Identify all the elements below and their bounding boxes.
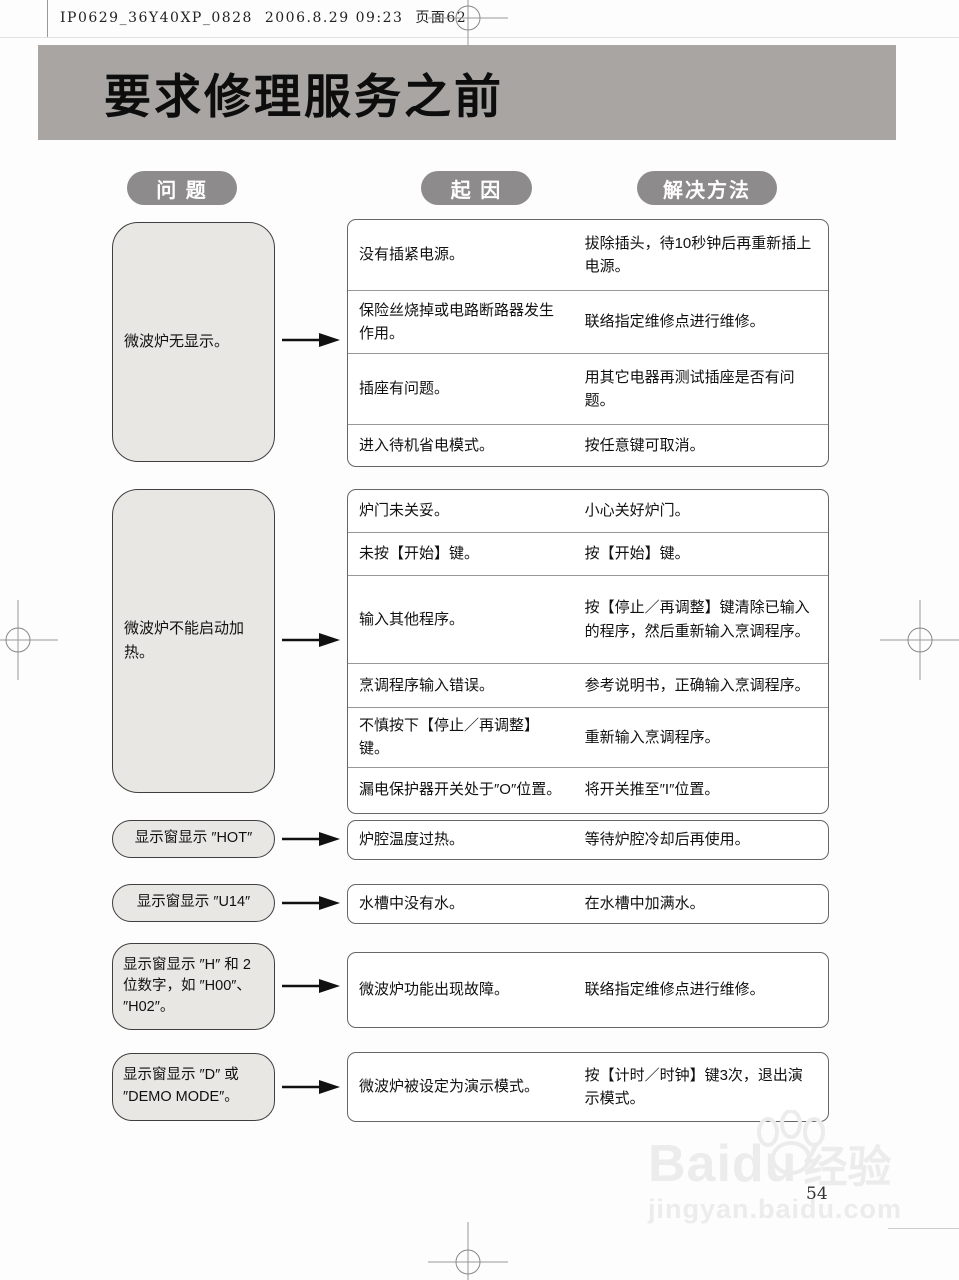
bottom-rule-line — [888, 1228, 959, 1229]
arrow-icon — [282, 633, 340, 647]
baidu-paw-icon — [757, 1110, 825, 1175]
solution-cell: 将开关推至″I″位置。 — [584, 781, 720, 799]
problem-box-h-codes: 显示窗显示 ″H″ 和 2位数字，如 ″H00″、″H02″。 — [112, 943, 275, 1030]
cause-cell: 插座有问题。 — [359, 380, 450, 398]
cause-cell: 进入待机省电模式。 — [359, 436, 495, 454]
table-row: 漏电保护器开关处于″O″位置。 将开关推至″I″位置。 — [348, 766, 828, 813]
cause-cell: 微波炉功能出现故障。 — [359, 981, 510, 999]
table-row: 进入待机省电模式。 按任意键可取消。 — [348, 424, 828, 466]
cause-cell: 未按【开始】键。 — [359, 545, 480, 563]
table-row: 输入其他程序。 按【停止／再调整】键清除已输入的程序，然后重新输入烹调程序。 — [348, 575, 828, 663]
table-row: 烹调程序输入错误。 参考说明书，正确输入烹调程序。 — [348, 663, 828, 707]
arrow-icon — [282, 1080, 340, 1094]
crop-mark-vertical — [47, 0, 48, 37]
arrow-icon — [282, 979, 340, 993]
solution-cell: 按任意键可取消。 — [584, 436, 705, 454]
cause-cell: 水槽中没有水。 — [359, 895, 465, 913]
problem-box-no-display: 微波炉无显示。 — [112, 222, 275, 462]
cause-cell: 炉腔温度过热。 — [359, 831, 465, 849]
solution-cell: 在水槽中加满水。 — [584, 895, 705, 913]
solution-cell: 按【停止／再调整】键清除已输入的程序，然后重新输入烹调程序。 — [584, 599, 810, 640]
cause-cell: 输入其他程序。 — [359, 610, 465, 628]
table-row: 插座有问题。 用其它电器再测试插座是否有问题。 — [348, 353, 828, 424]
watermark-suffix: 经验 — [803, 1143, 892, 1192]
table-row: 炉腔温度过热。 等待炉腔冷却后再使用。 — [348, 821, 828, 859]
cause-solution-table: 水槽中没有水。 在水槽中加满水。 — [347, 884, 829, 924]
registration-crosshair-right — [880, 600, 959, 680]
column-header-solution: 解决方法 — [637, 171, 777, 205]
watermark-url: jingyan.baidu.com — [648, 1194, 903, 1224]
table-row: 水槽中没有水。 在水槽中加满水。 — [348, 885, 828, 923]
solution-cell: 按【计时／时钟】键3次，退出演示模式。 — [584, 1066, 803, 1107]
table-row: 未按【开始】键。 按【开始】键。 — [348, 532, 828, 575]
solution-cell: 拔除插头，待10秒钟后再重新插上电源。 — [584, 234, 812, 275]
table-row: 保险丝烧掉或电路断路器发生作用。 联络指定维修点进行维修。 — [348, 290, 828, 353]
crop-mark-horizontal — [0, 37, 959, 38]
cause-cell: 漏电保护器开关处于″O″位置。 — [359, 781, 562, 799]
cause-solution-table: 微波炉功能出现故障。 联络指定维修点进行维修。 — [347, 952, 829, 1028]
cause-cell: 没有插紧电源。 — [359, 246, 465, 264]
problem-box-hot: 显示窗显示 ″HOT″ — [112, 820, 275, 858]
table-row: 没有插紧电源。 拔除插头，待10秒钟后再重新插上电源。 — [348, 220, 828, 290]
cause-cell: 微波炉被设定为演示模式。 — [359, 1078, 540, 1096]
watermark-brand: Baidu — [648, 1135, 798, 1193]
cause-cell: 保险丝烧掉或电路断路器发生作用。 — [359, 301, 555, 342]
page-title: 要求修理服务之前 — [104, 70, 504, 123]
arrow-icon — [282, 333, 340, 347]
column-header-cause: 起 因 — [421, 171, 532, 205]
solution-cell: 用其它电器再测试插座是否有问题。 — [584, 368, 795, 409]
solution-cell: 小心关好炉门。 — [584, 502, 690, 520]
column-header-problem: 问 题 — [127, 171, 237, 205]
cause-cell: 炉门未关妥。 — [359, 502, 450, 520]
solution-cell: 参考说明书，正确输入烹调程序。 — [584, 676, 810, 694]
solution-cell: 联络指定维修点进行维修。 — [584, 313, 765, 331]
page-number: 54 — [806, 1184, 828, 1204]
registration-crosshair-left — [0, 600, 58, 680]
baidu-watermark: Baidu 经验 jingyan.baidu.com — [648, 1110, 948, 1225]
solution-cell: 联络指定维修点进行维修。 — [584, 981, 765, 999]
table-row: 炉门未关妥。 小心关好炉门。 — [348, 490, 828, 532]
registration-crosshair-top — [428, 0, 508, 58]
registration-crosshair-bottom — [428, 1222, 508, 1280]
table-row: 微波炉功能出现故障。 联络指定维修点进行维修。 — [348, 953, 828, 1027]
title-banner: 要求修理服务之前 — [38, 45, 896, 140]
problem-box-wont-start: 微波炉不能启动加热。 — [112, 489, 275, 793]
solution-cell: 重新输入烹调程序。 — [584, 728, 720, 746]
print-header: IP0629_36Y40XP_0828 2006.8.29 09:23 页面62 — [60, 10, 468, 26]
cause-solution-table: 没有插紧电源。 拔除插头，待10秒钟后再重新插上电源。 保险丝烧掉或电路断路器发… — [347, 219, 829, 467]
arrow-icon — [282, 832, 340, 846]
table-row: 不慎按下【停止／再调整】键。 重新输入烹调程序。 — [348, 707, 828, 767]
solution-cell: 等待炉腔冷却后再使用。 — [584, 831, 750, 849]
arrow-icon — [282, 896, 340, 910]
cause-solution-table: 微波炉被设定为演示模式。 按【计时／时钟】键3次，退出演示模式。 — [347, 1052, 829, 1122]
table-row: 微波炉被设定为演示模式。 按【计时／时钟】键3次，退出演示模式。 — [348, 1053, 828, 1121]
cause-solution-table: 炉门未关妥。 小心关好炉门。 未按【开始】键。 按【开始】键。 输入其他程序。 … — [347, 489, 829, 814]
cause-cell: 烹调程序输入错误。 — [359, 676, 495, 694]
problem-box-u14: 显示窗显示 ″U14″ — [112, 884, 275, 922]
problem-box-demo-mode: 显示窗显示 ″D″ 或 ″DEMO MODE″。 — [112, 1053, 275, 1121]
solution-cell: 按【开始】键。 — [584, 545, 690, 563]
cause-solution-table: 炉腔温度过热。 等待炉腔冷却后再使用。 — [347, 820, 829, 860]
cause-cell: 不慎按下【停止／再调整】键。 — [359, 717, 540, 758]
